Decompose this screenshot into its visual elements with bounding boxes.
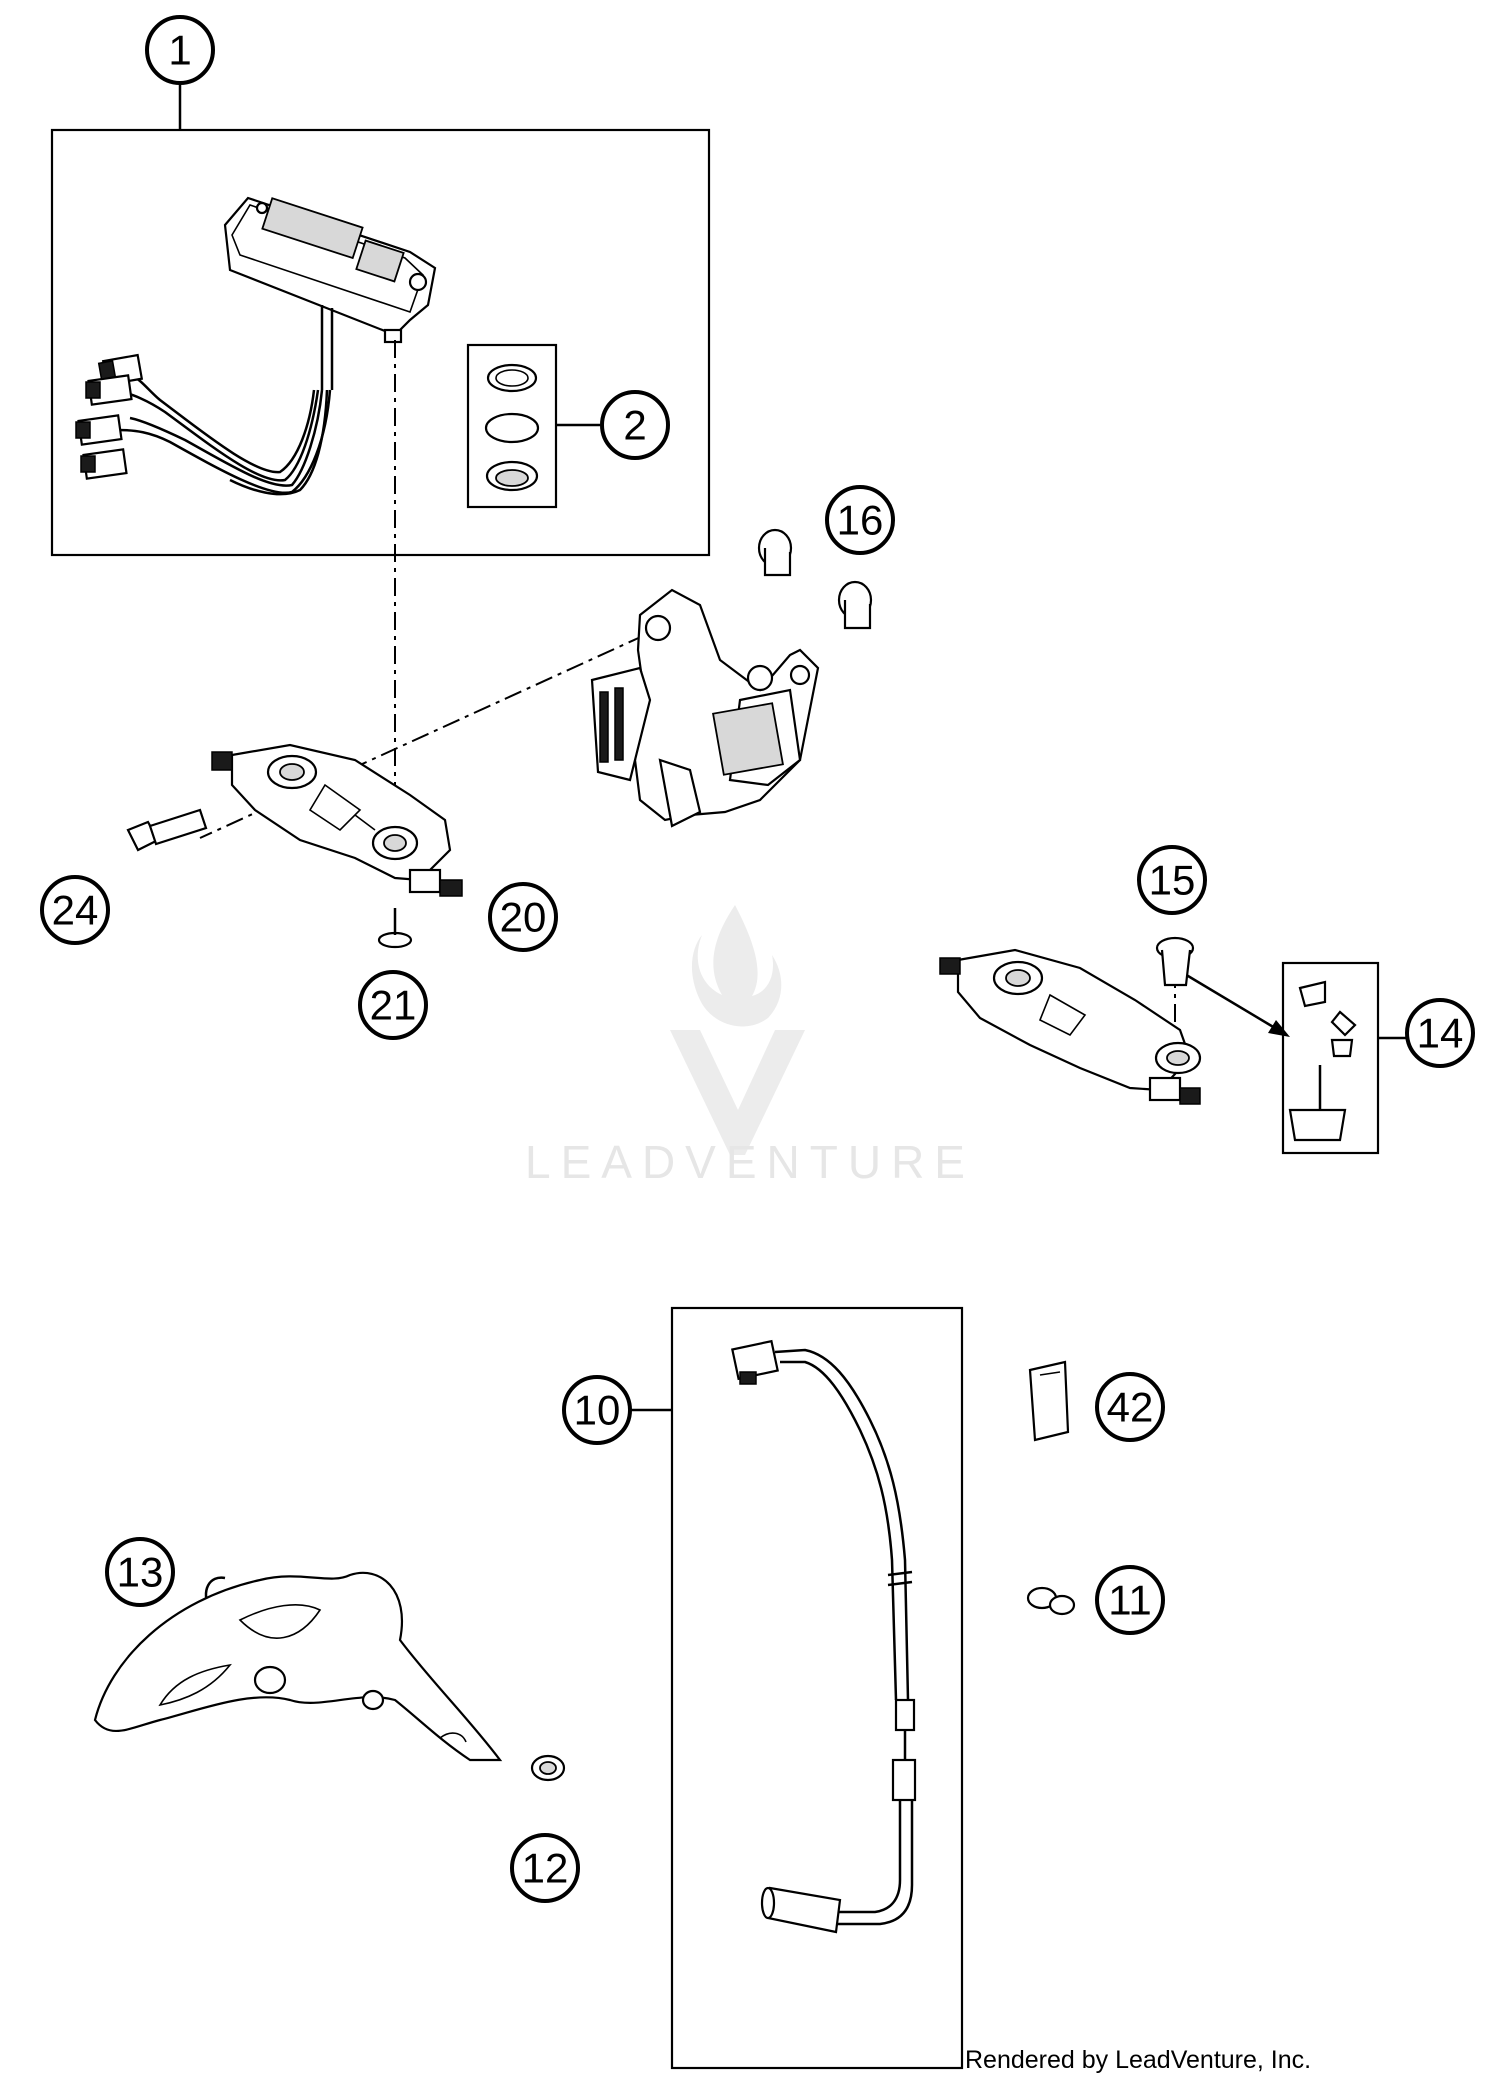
callout-label: 20 <box>500 894 547 941</box>
item-14-parts <box>1288 980 1357 1142</box>
callout-10: 10 <box>562 1375 632 1445</box>
speed-sensor-cable <box>731 1339 917 1934</box>
callout-16: 16 <box>825 485 895 555</box>
mounting-bracket <box>590 588 820 828</box>
callout-20: 20 <box>488 882 558 952</box>
dashboard-instrument <box>75 196 437 496</box>
callout-15: 15 <box>1137 845 1207 915</box>
callout-24: 24 <box>40 875 110 945</box>
watermark-logo <box>670 905 805 1155</box>
callout-2: 2 <box>600 390 670 460</box>
callout-label: 2 <box>623 402 646 449</box>
brake-disc-guard <box>93 1571 503 1762</box>
callout-label: 42 <box>1107 1384 1154 1431</box>
callout-label: 16 <box>837 497 884 544</box>
bolt-24 <box>126 808 208 852</box>
callout-label: 12 <box>522 1845 569 1892</box>
callout-label: 21 <box>370 982 417 1029</box>
callout-label: 15 <box>1149 857 1196 904</box>
callout-13: 13 <box>105 1537 175 1607</box>
callout-label: 10 <box>574 1387 621 1434</box>
callout-label: 14 <box>1417 1010 1464 1057</box>
callout-1: 1 <box>145 15 215 85</box>
callout-label: 24 <box>52 887 99 934</box>
box-item-14 <box>1281 961 1380 1155</box>
spacer-12 <box>530 1754 566 1782</box>
box-dashboard-assembly <box>50 128 711 557</box>
screw-21 <box>377 908 413 949</box>
rendered-by-credit: Rendered by LeadVenture, Inc. <box>965 2046 1311 2074</box>
bushings-16 <box>757 528 873 630</box>
callout-42: 42 <box>1095 1372 1165 1442</box>
handlebar-clamp-right <box>939 948 1202 1105</box>
callout-21: 21 <box>358 970 428 1040</box>
bushing-15 <box>1155 936 1195 987</box>
callout-14: 14 <box>1405 998 1475 1068</box>
clip-42 <box>1028 1360 1070 1442</box>
callout-label: 13 <box>117 1549 164 1596</box>
leader-lines <box>178 83 1410 1412</box>
callout-label: 11 <box>1108 1577 1152 1624</box>
item-2-parts <box>484 363 540 492</box>
callout-label: 1 <box>168 27 191 74</box>
box-item-10 <box>670 1306 964 2070</box>
callout-11: 11 <box>1095 1565 1165 1635</box>
handlebar-clamp-left <box>211 743 463 897</box>
watermark-text: LEADVENTURE <box>525 1136 975 1188</box>
callout-12: 12 <box>510 1833 580 1903</box>
cable-holder-11 <box>1026 1586 1076 1616</box>
